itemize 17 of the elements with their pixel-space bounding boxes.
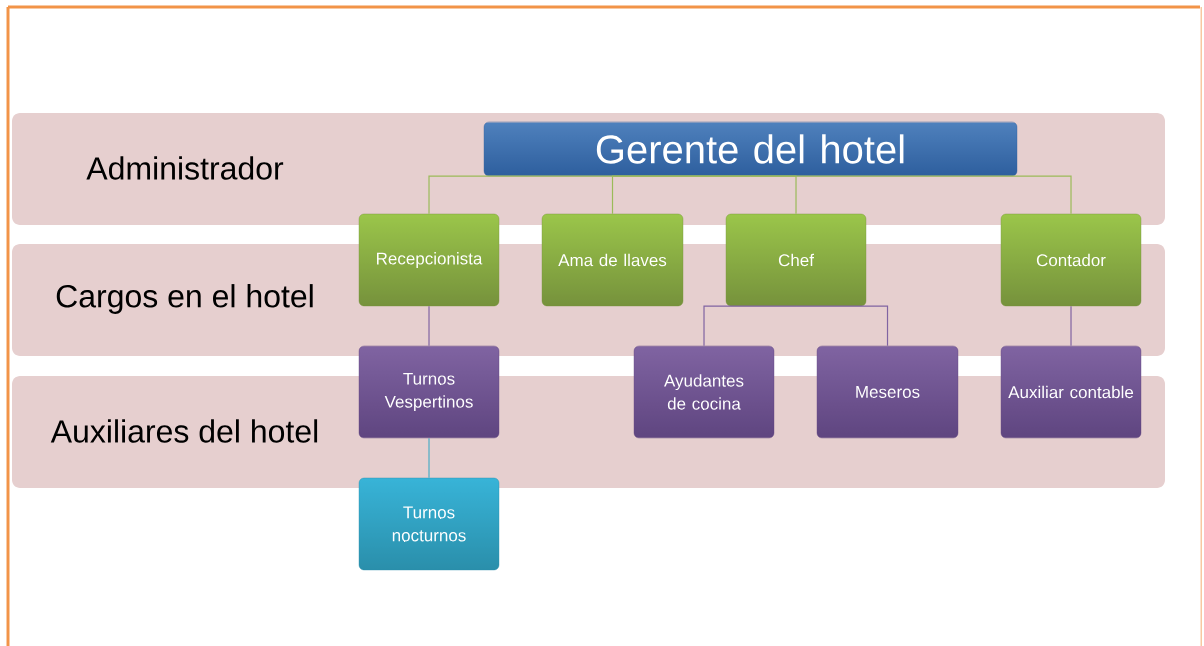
connector [1070,305,1072,347]
org-box: Recepcionista [358,213,500,307]
org-box: Turnos Vespertinos [358,345,500,439]
org-box: Turnos nocturnos [358,477,500,571]
org-box: Chef [725,213,867,307]
connector [428,305,430,347]
connector [611,175,752,215]
org-box: Gerente del hotel [483,121,1018,177]
connector [749,175,1072,215]
connector [428,437,430,479]
org-box: Ama de llaves [541,213,684,307]
org-box: Meseros [816,345,959,439]
connector [703,305,797,347]
connector [795,305,889,347]
org-box: Auxiliar contable [1000,345,1142,439]
org-box: Contador [1000,213,1142,307]
org-box: Ayudantes de cocina [633,345,775,439]
